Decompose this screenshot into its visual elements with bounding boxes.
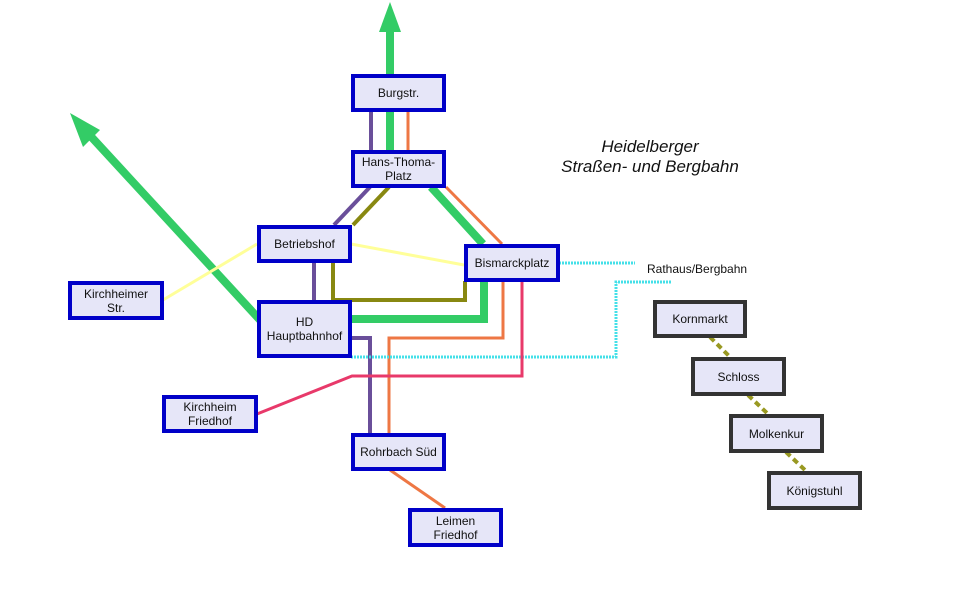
line-purple-hbf-rohr — [351, 336, 372, 433]
station-label-rathaus: Rathaus/Bergbahn — [647, 262, 748, 276]
line-green-hbf-bis — [351, 281, 488, 323]
station-schloss[interactable]: Schloss — [691, 357, 786, 396]
line-olive-bis — [333, 281, 467, 302]
station-hd-hauptbahnhof[interactable]: HD Hauptbahnhof — [257, 300, 352, 358]
station-betriebshof[interactable]: Betriebshof — [257, 225, 352, 263]
station-rohrbach-sued[interactable]: Rohrbach Süd — [351, 433, 446, 471]
line-purple-htp-betr — [332, 185, 372, 227]
line-orange-bis-rohr — [387, 281, 505, 433]
station-leimen-friedhof[interactable]: Leimen Friedhof — [408, 508, 503, 547]
station-hans-thoma-platz[interactable]: Hans-Thoma- Platz — [351, 150, 446, 188]
arrow-north-icon — [379, 2, 401, 32]
station-burgstr[interactable]: Burgstr. — [351, 74, 446, 112]
station-kornmarkt[interactable]: Kornmarkt — [653, 300, 747, 338]
arrow-northwest-icon — [70, 113, 100, 147]
line-cyan-dotted — [351, 280, 672, 359]
line-orange-htp-bis — [444, 185, 504, 246]
station-kirchheimer-str[interactable]: Kirchheimer Str. — [68, 281, 164, 320]
station-molkenkur[interactable]: Molkenkur — [729, 414, 824, 453]
map-title: Heidelberger Straßen- und Bergbahn — [561, 137, 739, 176]
line-yellow-betr-bis — [350, 242, 465, 267]
station-bismarckplatz[interactable]: Bismarckplatz — [464, 244, 560, 282]
line-bergbahn-3 — [784, 450, 808, 473]
line-orange-rohr-leimen — [389, 468, 446, 510]
line-green-htp-bis — [428, 184, 486, 247]
station-koenigstuhl[interactable]: Königstuhl — [767, 471, 862, 510]
line-bergbahn-1 — [708, 335, 732, 359]
line-bergbahn-2 — [746, 393, 770, 416]
line-olive-htp-betr — [351, 185, 391, 227]
line-yellow — [162, 242, 258, 302]
line-pink — [256, 281, 524, 416]
station-kirchheim-friedhof[interactable]: Kirchheim Friedhof — [162, 395, 258, 433]
line-green-northwest — [82, 127, 263, 323]
